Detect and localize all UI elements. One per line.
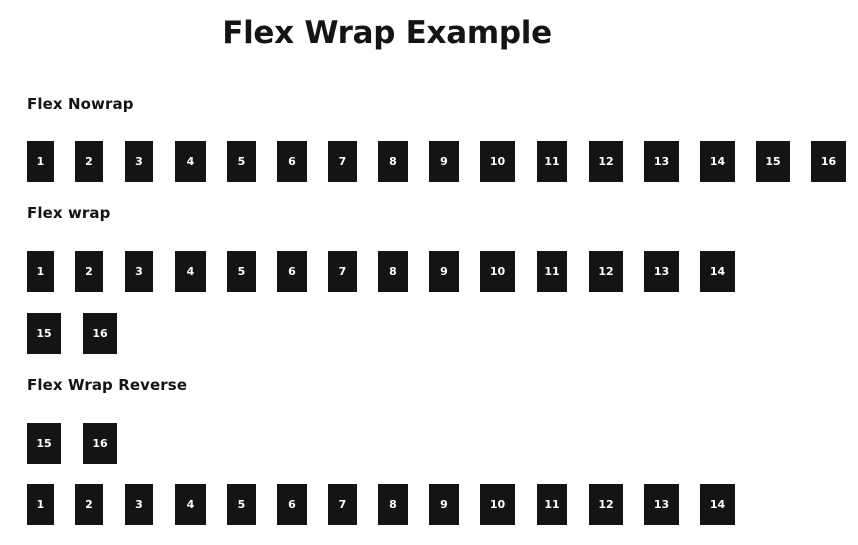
flex-item: 10 (480, 141, 515, 182)
flex-item: 12 (589, 141, 623, 182)
flex-item: 5 (227, 484, 256, 525)
flex-item: 13 (644, 141, 679, 182)
flex-item: 8 (378, 141, 408, 182)
flex-item: 11 (537, 141, 567, 182)
flex-item: 5 (227, 141, 256, 182)
section-heading: Flex wrap (27, 204, 111, 222)
flex-item: 12 (589, 484, 623, 525)
flex-item: 4 (175, 251, 206, 292)
flex-item: 14 (700, 141, 735, 182)
flex-item: 10 (480, 251, 515, 292)
flex-item: 9 (429, 141, 459, 182)
flex-item: 13 (644, 251, 679, 292)
flex-item: 15 (756, 141, 790, 182)
flex-item: 7 (328, 484, 357, 525)
flex-item: 9 (429, 484, 459, 525)
flex-item: 8 (378, 484, 408, 525)
flex-item: 6 (277, 251, 307, 292)
flex-item: 1 (27, 141, 54, 182)
flex-item: 7 (328, 141, 357, 182)
flex-item: 5 (227, 251, 256, 292)
flex-item: 14 (700, 484, 735, 525)
flex-item: 16 (811, 141, 846, 182)
flex-item: 11 (537, 484, 567, 525)
flex-item: 2 (75, 484, 103, 525)
flex-item: 12 (589, 251, 623, 292)
flex-item: 7 (328, 251, 357, 292)
flex-item: 13 (644, 484, 679, 525)
flex-item: 2 (75, 251, 103, 292)
flex-item: 3 (125, 251, 153, 292)
flex-item: 1 (27, 251, 54, 292)
flex-item: 1 (27, 484, 54, 525)
flex-item: 3 (125, 141, 153, 182)
flex-item: 4 (175, 484, 206, 525)
flex-item: 15 (27, 313, 61, 354)
flex-item: 9 (429, 251, 459, 292)
section-heading: Flex Wrap Reverse (27, 376, 188, 394)
flex-item: 6 (277, 484, 307, 525)
flex-item: 2 (75, 141, 103, 182)
flex-item: 6 (277, 141, 307, 182)
flex-item: 16 (83, 313, 117, 354)
flex-item: 11 (537, 251, 567, 292)
flex-item: 14 (700, 251, 735, 292)
flex-item: 8 (378, 251, 408, 292)
flex-item: 15 (27, 423, 61, 464)
flex-item: 10 (480, 484, 515, 525)
flex-item: 4 (175, 141, 206, 182)
page-title: Flex Wrap Example (222, 15, 552, 51)
flex-item: 16 (83, 423, 117, 464)
flex-item: 3 (125, 484, 153, 525)
section-heading: Flex Nowrap (27, 95, 134, 113)
